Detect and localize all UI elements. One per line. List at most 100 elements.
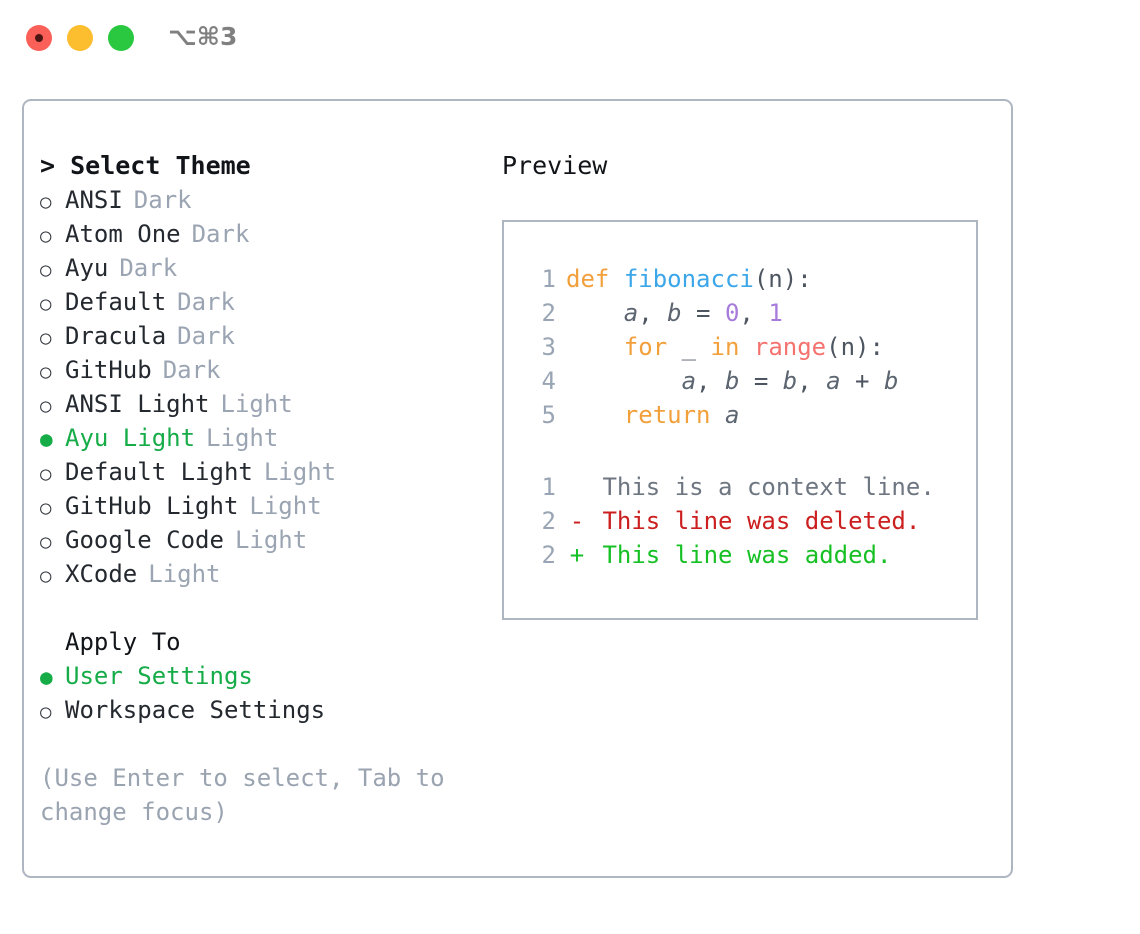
code-token-pnc [609,265,623,293]
theme-variant-badge: Dark [177,288,235,316]
code-token-pln: a [681,367,697,395]
theme-option-label: Default Light [65,458,253,486]
theme-variant-badge: Dark [191,220,250,248]
code-token-pnc: + [840,367,884,395]
theme-option-label: GitHub Light [65,492,239,520]
line-number: 2 [541,541,556,569]
theme-option-label: Google Code [65,526,224,554]
code-token-pln: b [724,367,740,395]
theme-option-github-light[interactable]: ○ GitHub Light Light [40,489,500,523]
code-line: 1 def fibonacci(n): [522,262,976,296]
line-number: 5 [541,401,556,429]
code-token-pnc: , [696,367,725,395]
theme-variant-badge: Dark [177,322,235,350]
radio-unselected-icon: ○ [40,191,52,213]
title-bar: ⌥⌘3 [0,0,1140,80]
code-line-text: a, b = b, a + b [566,364,899,398]
code-token-kw: def [566,265,610,293]
theme-option-default-light[interactable]: ○ Default Light Light [40,455,500,489]
code-token-fn: fibonacci [623,265,754,293]
apply-to-option-user-settings[interactable]: ●User Settings [40,659,500,693]
select-theme-heading: > Select Theme [40,151,251,180]
line-number: 2 [541,507,556,535]
code-token-pnc: , [638,299,668,327]
code-token-pln: _ [681,333,697,361]
code-token-kw: in [710,333,740,361]
radio-unselected-icon: ○ [40,463,52,485]
theme-variant-badge: Dark [119,254,178,282]
radio-selected-icon: ● [40,427,53,451]
apply-to-option-workspace-settings[interactable]: ○Workspace Settings [40,693,500,727]
code-token-bi: range [753,333,827,361]
code-token-pnc [566,333,624,361]
line-number: 4 [541,367,556,395]
code-token-pln: b [667,299,682,327]
code-token-pln: b [782,367,798,395]
diff-line-text: This line was deleted. [588,507,921,535]
code-line-text: for _ in range(n): [566,330,884,364]
code-line: 4 a, b = b, a + b [522,364,976,398]
theme-option-github[interactable]: ○ GitHub Dark [40,353,500,387]
theme-variant-badge: Light [234,526,308,554]
code-token-kw: return [623,401,711,429]
code-token-pnc [566,299,624,327]
theme-option-dracula[interactable]: ○ Dracula Dark [40,319,500,353]
code-token-pnc [667,333,681,361]
radio-unselected-icon: ○ [40,327,52,349]
code-token-pln: a [724,401,740,429]
diff-marker [566,470,588,504]
preview-heading: Preview [502,151,608,180]
theme-variant-badge: Light [249,492,322,520]
line-number: 2 [541,299,556,327]
line-number: 1 [541,473,556,501]
code-token-pnc: , [739,299,769,327]
theme-variant-badge: Light [263,458,337,486]
apply-to-heading: Apply To [65,628,181,656]
theme-option-label: Atom One [65,220,181,248]
radio-unselected-icon: ○ [40,361,52,383]
theme-option-label: GitHub [65,356,152,384]
code-token-num: 0 [724,299,740,327]
code-line-text: def fibonacci(n): [566,262,812,296]
preview-spacer [522,432,976,470]
theme-option-label: Ayu [65,254,109,282]
theme-option-label: Ayu Light [65,424,196,452]
close-window-icon[interactable] [26,25,52,51]
radio-unselected-icon: ○ [40,293,52,315]
diff-line: 2+ This line was added. [522,538,976,572]
code-token-pln: a [623,299,639,327]
radio-unselected-icon: ○ [40,701,52,723]
code-line: 3 for _ in range(n): [522,330,976,364]
theme-option-label: Dracula [65,322,167,350]
diff-line: 1 This is a context line. [522,470,976,504]
code-token-pnc: (n): [826,333,884,361]
apply-to-list[interactable]: ●User Settings○Workspace Settings [40,659,500,727]
minimize-window-icon[interactable] [67,25,93,51]
code-token-pnc: = [739,367,783,395]
keyboard-shortcut-label: ⌥⌘3 [168,22,238,51]
code-line-text: a, b = 0, 1 [566,296,783,330]
window-controls [26,25,134,51]
radio-selected-icon: ● [40,665,53,689]
line-number: 1 [541,265,556,293]
code-line-text: return a [566,398,740,432]
radio-unselected-icon: ○ [40,497,52,519]
diff-marker: - [569,507,585,535]
theme-variant-badge: Dark [162,356,221,384]
maximize-window-icon[interactable] [108,25,134,51]
code-token-pln: a [826,367,841,395]
keyboard-hint-text: (Use Enter to select, Tab to change focu… [40,764,445,826]
